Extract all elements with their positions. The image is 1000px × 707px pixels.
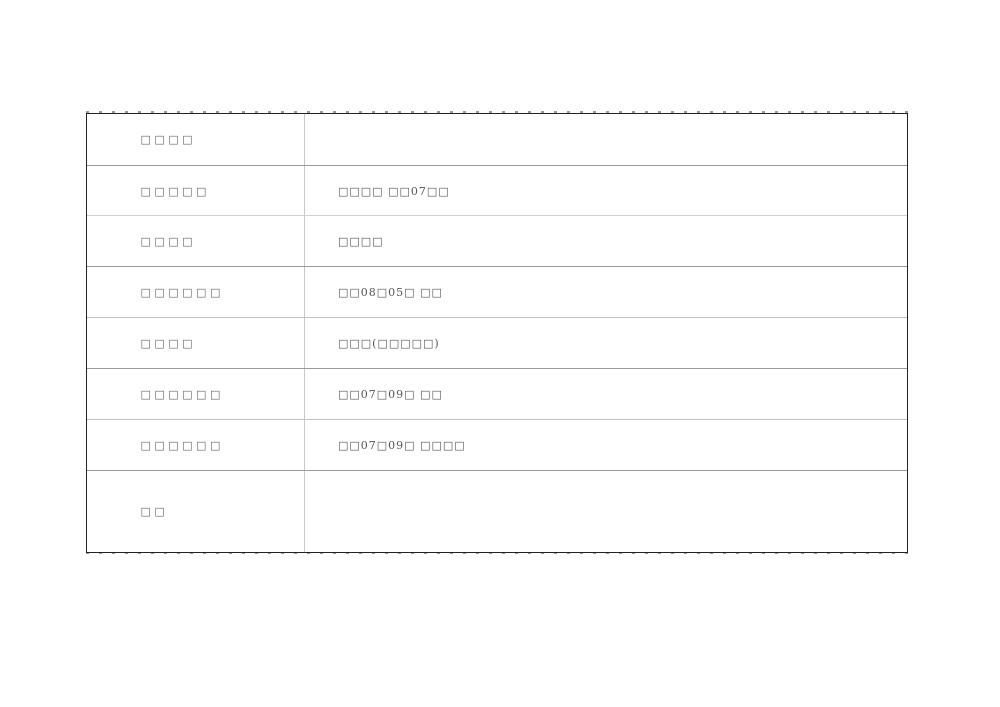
form-row: □ □ □ □ □□□□ — [87, 216, 907, 267]
row-divider — [87, 419, 907, 420]
form-row: □ □ — [87, 471, 907, 552]
row-divider — [87, 165, 907, 166]
row-value: □□□(□□□□□) — [338, 336, 440, 350]
form-row: □ □ □ □ — [87, 114, 907, 165]
top-dashed-border — [86, 111, 908, 113]
form-row: □ □ □ □ □ □ □□07□09□ □□ — [87, 369, 907, 419]
form-table: □ □ □ □ □ □ □ □ □ □□□□ □□07□□ □ □ □ □ □□… — [86, 113, 908, 553]
row-value: □□□□ □□07□□ — [338, 184, 450, 198]
row-label-text: □ □ □ □ — [140, 336, 193, 350]
row-value: □□□□ — [338, 235, 384, 248]
row-label-text: □ □ □ □ — [140, 235, 193, 248]
row-label-text: □ □ — [140, 505, 165, 518]
row-divider — [87, 266, 907, 267]
row-divider — [87, 470, 907, 471]
form-row: □ □ □ □ □ □ □□08□05□ □□ — [87, 267, 907, 318]
row-label: □ □ □ □ □ □ — [87, 369, 304, 419]
row-divider — [87, 317, 907, 318]
row-label: □ □ — [87, 471, 304, 552]
row-label-text: □ □ □ □ □ □ — [140, 387, 221, 401]
row-label-text: □ □ □ □ — [140, 133, 193, 146]
row-label: □ □ □ □ □ □ — [87, 420, 304, 470]
row-value: □□07□09□ □□□□ — [338, 438, 466, 452]
row-label-text: □ □ □ □ □ □ — [140, 438, 221, 452]
row-value: □□08□05□ □□ — [338, 286, 443, 299]
column-divider — [304, 114, 305, 552]
row-label: □ □ □ □ — [87, 216, 304, 267]
row-label: □ □ □ □ — [87, 318, 304, 368]
row-label: □ □ □ □ — [87, 114, 304, 165]
bottom-dashed-border — [86, 552, 908, 554]
form-row: □ □ □ □ □ □□□□ □□07□□ — [87, 166, 907, 216]
row-divider — [87, 368, 907, 369]
row-label-text: □ □ □ □ □ — [140, 184, 207, 198]
row-label: □ □ □ □ □ — [87, 166, 304, 216]
form-row: □ □ □ □ □□□(□□□□□) — [87, 318, 907, 368]
row-value — [338, 471, 907, 552]
form-row: □ □ □ □ □ □ □□07□09□ □□□□ — [87, 420, 907, 470]
row-value — [338, 114, 907, 165]
row-label: □ □ □ □ □ □ — [87, 267, 304, 318]
row-divider — [87, 215, 907, 216]
row-value: □□07□09□ □□ — [338, 387, 443, 401]
row-label-text: □ □ □ □ □ □ — [140, 286, 221, 299]
